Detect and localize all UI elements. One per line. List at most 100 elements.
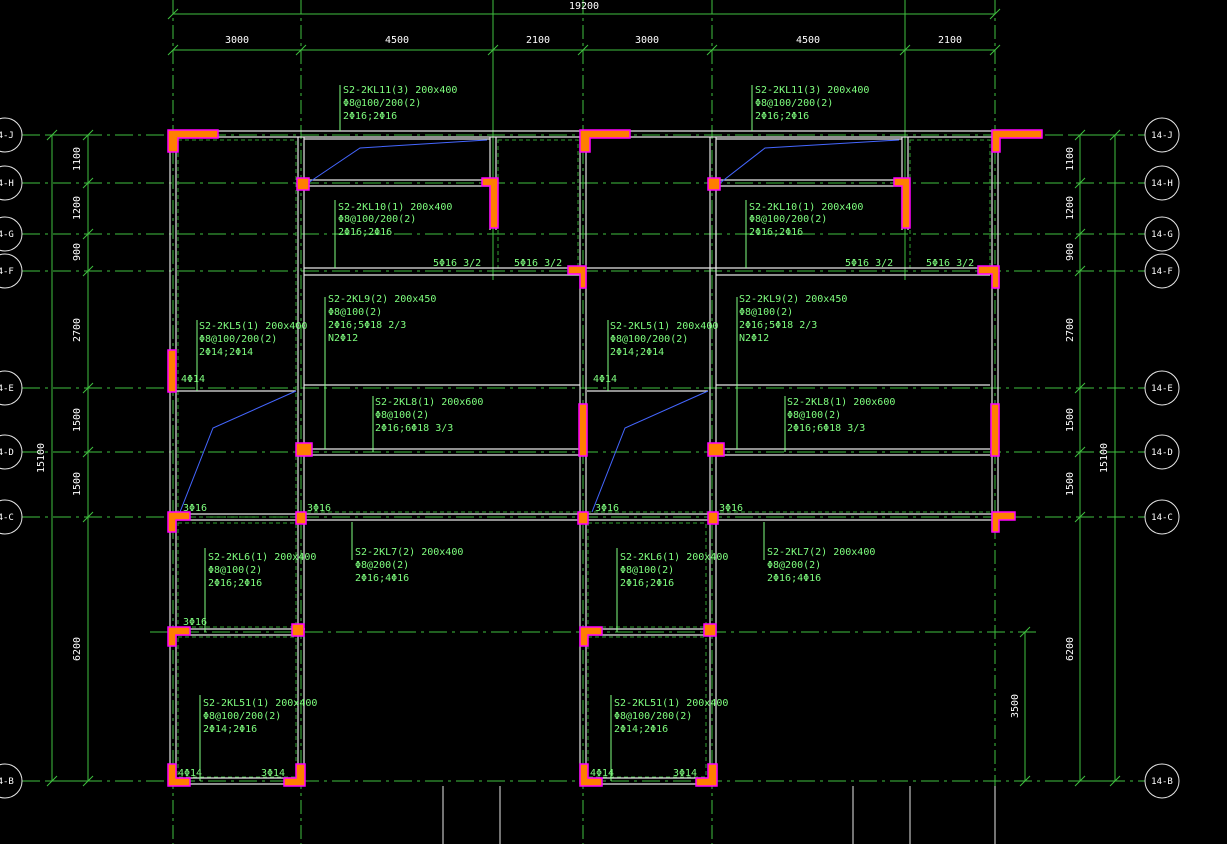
dim-row-right-4: 2700 [1065,318,1076,342]
beam-kl6a-line2: Φ8@100(2) [208,565,262,576]
rebar-note-3: 5Φ16 3/2 [845,258,893,269]
beam-kl9b-line4: N2Φ12 [739,333,769,344]
hidden-outline-5 [587,522,707,628]
axis-label-left-h: 14-H [0,179,14,189]
beam-kl5b-line2: Φ8@100/200(2) [610,334,688,345]
column-c-4 [707,511,719,525]
beam-kl11a-line3: 2Φ16;2Φ16 [343,111,397,122]
dim-row-right-3: 900 [1065,243,1076,261]
axis-label-right-c: 14-C [1151,513,1173,523]
column-b-3 [579,763,603,787]
dim-col-3: 2100 [526,35,550,46]
rebar-note-11: 3Φ16 [183,617,207,628]
leader-1 [307,139,488,184]
rebar-note-5: 4Φ14 [181,374,205,385]
beam-kl7a-line1: S2-2KL7(2) 200x400 [355,547,463,558]
beam-kl51a-line2: Φ8@100/200(2) [203,711,281,722]
bottom-stubs [442,786,996,844]
column-c-1 [167,511,191,533]
dim-row-right-7: 6200 [1065,637,1076,661]
beam-interior-short [304,138,902,268]
column-d-2 [707,442,725,457]
dim-row-left-2: 1200 [72,196,83,220]
pointer-set [196,85,786,781]
beam-kl51b-line1: S2-2KL51(1) 200x400 [614,698,728,709]
beam-kl11b-line3: 2Φ16;2Φ16 [755,111,809,122]
beam-kl9b-line3: 2Φ16;5Φ18 2/3 [739,320,817,331]
column-e-1 [167,349,177,393]
beam-kl51a-line1: S2-2KL51(1) 200x400 [203,698,317,709]
leader-lines [179,139,900,513]
beam-kl6a-line1: S2-2KL6(1) 200x400 [208,552,316,563]
column-h-1 [481,177,499,229]
column-f-2 [977,265,1000,289]
dim-sub-3500: 3500 [1010,694,1021,718]
beam-kl6a-line3: 2Φ16;2Φ16 [208,578,262,589]
dim-row-left-5: 1500 [72,408,83,432]
leader-2 [719,139,900,184]
axis-label-left-g: 14-G [0,230,14,240]
column-b-2 [283,763,306,787]
beam-kl9b-line2: Φ8@100(2) [739,307,793,318]
dim-row-right-2: 1200 [1065,196,1076,220]
axis-bubble-labels: 14-J 14-J 14-H 14-H 14-G 14-G 14-F 14-F … [0,131,1173,787]
axis-label-right-e: 14-E [1151,384,1173,394]
beam-kl8a-line1: S2-2KL8(1) 200x600 [375,397,483,408]
column-l-top-right [991,129,1043,153]
rebar-note-9: 3Φ16 [595,503,619,514]
axis-label-left-b: 14-B [0,777,14,787]
columns [167,129,1043,787]
beam-kl10b-line2: Φ8@100/200(2) [749,214,827,225]
dimension-text: 19200 3000 4500 2100 3000 4500 2100 1100… [36,1,1110,718]
column-sq-2 [707,177,721,191]
dim-total-height-right: 15100 [1099,443,1110,473]
beam-kl7a-line2: Φ8@200(2) [355,560,409,571]
beam-kl6b-line2: Φ8@100(2) [620,565,674,576]
beam-kl8b-line1: S2-2KL8(1) 200x600 [787,397,895,408]
dim-row-right-5: 1500 [1065,408,1076,432]
rebar-note-6: 4Φ14 [593,374,617,385]
axis-label-left-c: 14-C [0,513,14,523]
column-c-2 [295,511,307,525]
beam-row-b [170,777,715,785]
rebar-note-10: 3Φ16 [719,503,743,514]
beam-kl9b-line1: S2-2KL9(2) 200x450 [739,294,847,305]
rebar-notes: 5Φ16 3/2 5Φ16 3/2 5Φ16 3/2 5Φ16 3/2 4Φ14… [178,258,974,779]
column-e-2 [578,403,588,457]
dim-col-5: 4500 [796,35,820,46]
dim-extensions [45,134,1125,782]
rebar-note-13: 3Φ14 [261,768,285,779]
rebar-note-8: 3Φ16 [307,503,331,514]
beam-kl6b-line1: S2-2KL6(1) 200x400 [620,552,728,563]
rebar-note-7: 3Φ16 [183,503,207,514]
rebar-note-14: 4Φ14 [590,768,614,779]
rebar-note-1: 5Φ16 3/2 [433,258,481,269]
beam-kl9a-line1: S2-2KL9(2) 200x450 [328,294,436,305]
beam-kl5a-line1: S2-2KL5(1) 200x400 [199,321,307,332]
column-x-3 [579,626,603,647]
axis-label-right-g: 14-G [1151,230,1173,240]
rebar-note-4: 5Φ16 3/2 [926,258,974,269]
beam-kl7a-line3: 2Φ16;4Φ16 [355,573,409,584]
beam-kl8a-line3: 2Φ16;6Φ18 3/3 [375,423,453,434]
dim-row-left-4: 2700 [72,318,83,342]
dim-row-right-6: 1500 [1065,472,1076,496]
bottom-stub-lines [442,786,996,844]
dimension-lines [45,8,1125,787]
column-h-2 [893,177,911,229]
beam-row-d [304,448,990,456]
beam-kl9a-line4: N2Φ12 [328,333,358,344]
beam-kl8b-line2: Φ8@100(2) [787,410,841,421]
beam-row-e [175,384,990,392]
beam-kl8a-line2: Φ8@100(2) [375,410,429,421]
axis-label-left-f: 14-F [0,267,14,277]
beam-kl10a-line1: S2-2KL10(1) 200x400 [338,202,452,213]
beam-annotations: S2-2KL11(3) 200x400 Φ8@100/200(2) 2Φ16;2… [199,85,895,735]
beam-kl5a-line3: 2Φ14;2Φ14 [199,347,253,358]
beam-row-f [304,267,995,276]
beam-kl7b-line1: S2-2KL7(2) 200x400 [767,547,875,558]
column-f-1 [567,265,587,289]
dim-row-left-7: 6200 [72,637,83,661]
beam-kl5b-line3: 2Φ14;2Φ14 [610,347,664,358]
